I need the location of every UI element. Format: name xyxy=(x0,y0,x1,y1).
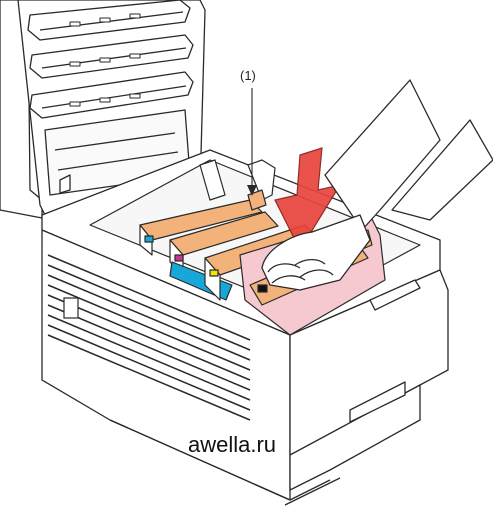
insert-arrow xyxy=(274,147,342,252)
side-vent xyxy=(47,254,251,421)
cyan-toner-cartridge xyxy=(139,199,263,256)
side-latch xyxy=(63,297,79,319)
lock-lever xyxy=(247,159,276,211)
open-top-cover xyxy=(0,0,206,219)
watermark-text: awella.ru xyxy=(188,432,276,457)
callout-label: (1) xyxy=(240,68,256,83)
callout-arrowhead xyxy=(247,185,257,196)
hand-illustration xyxy=(261,79,493,291)
